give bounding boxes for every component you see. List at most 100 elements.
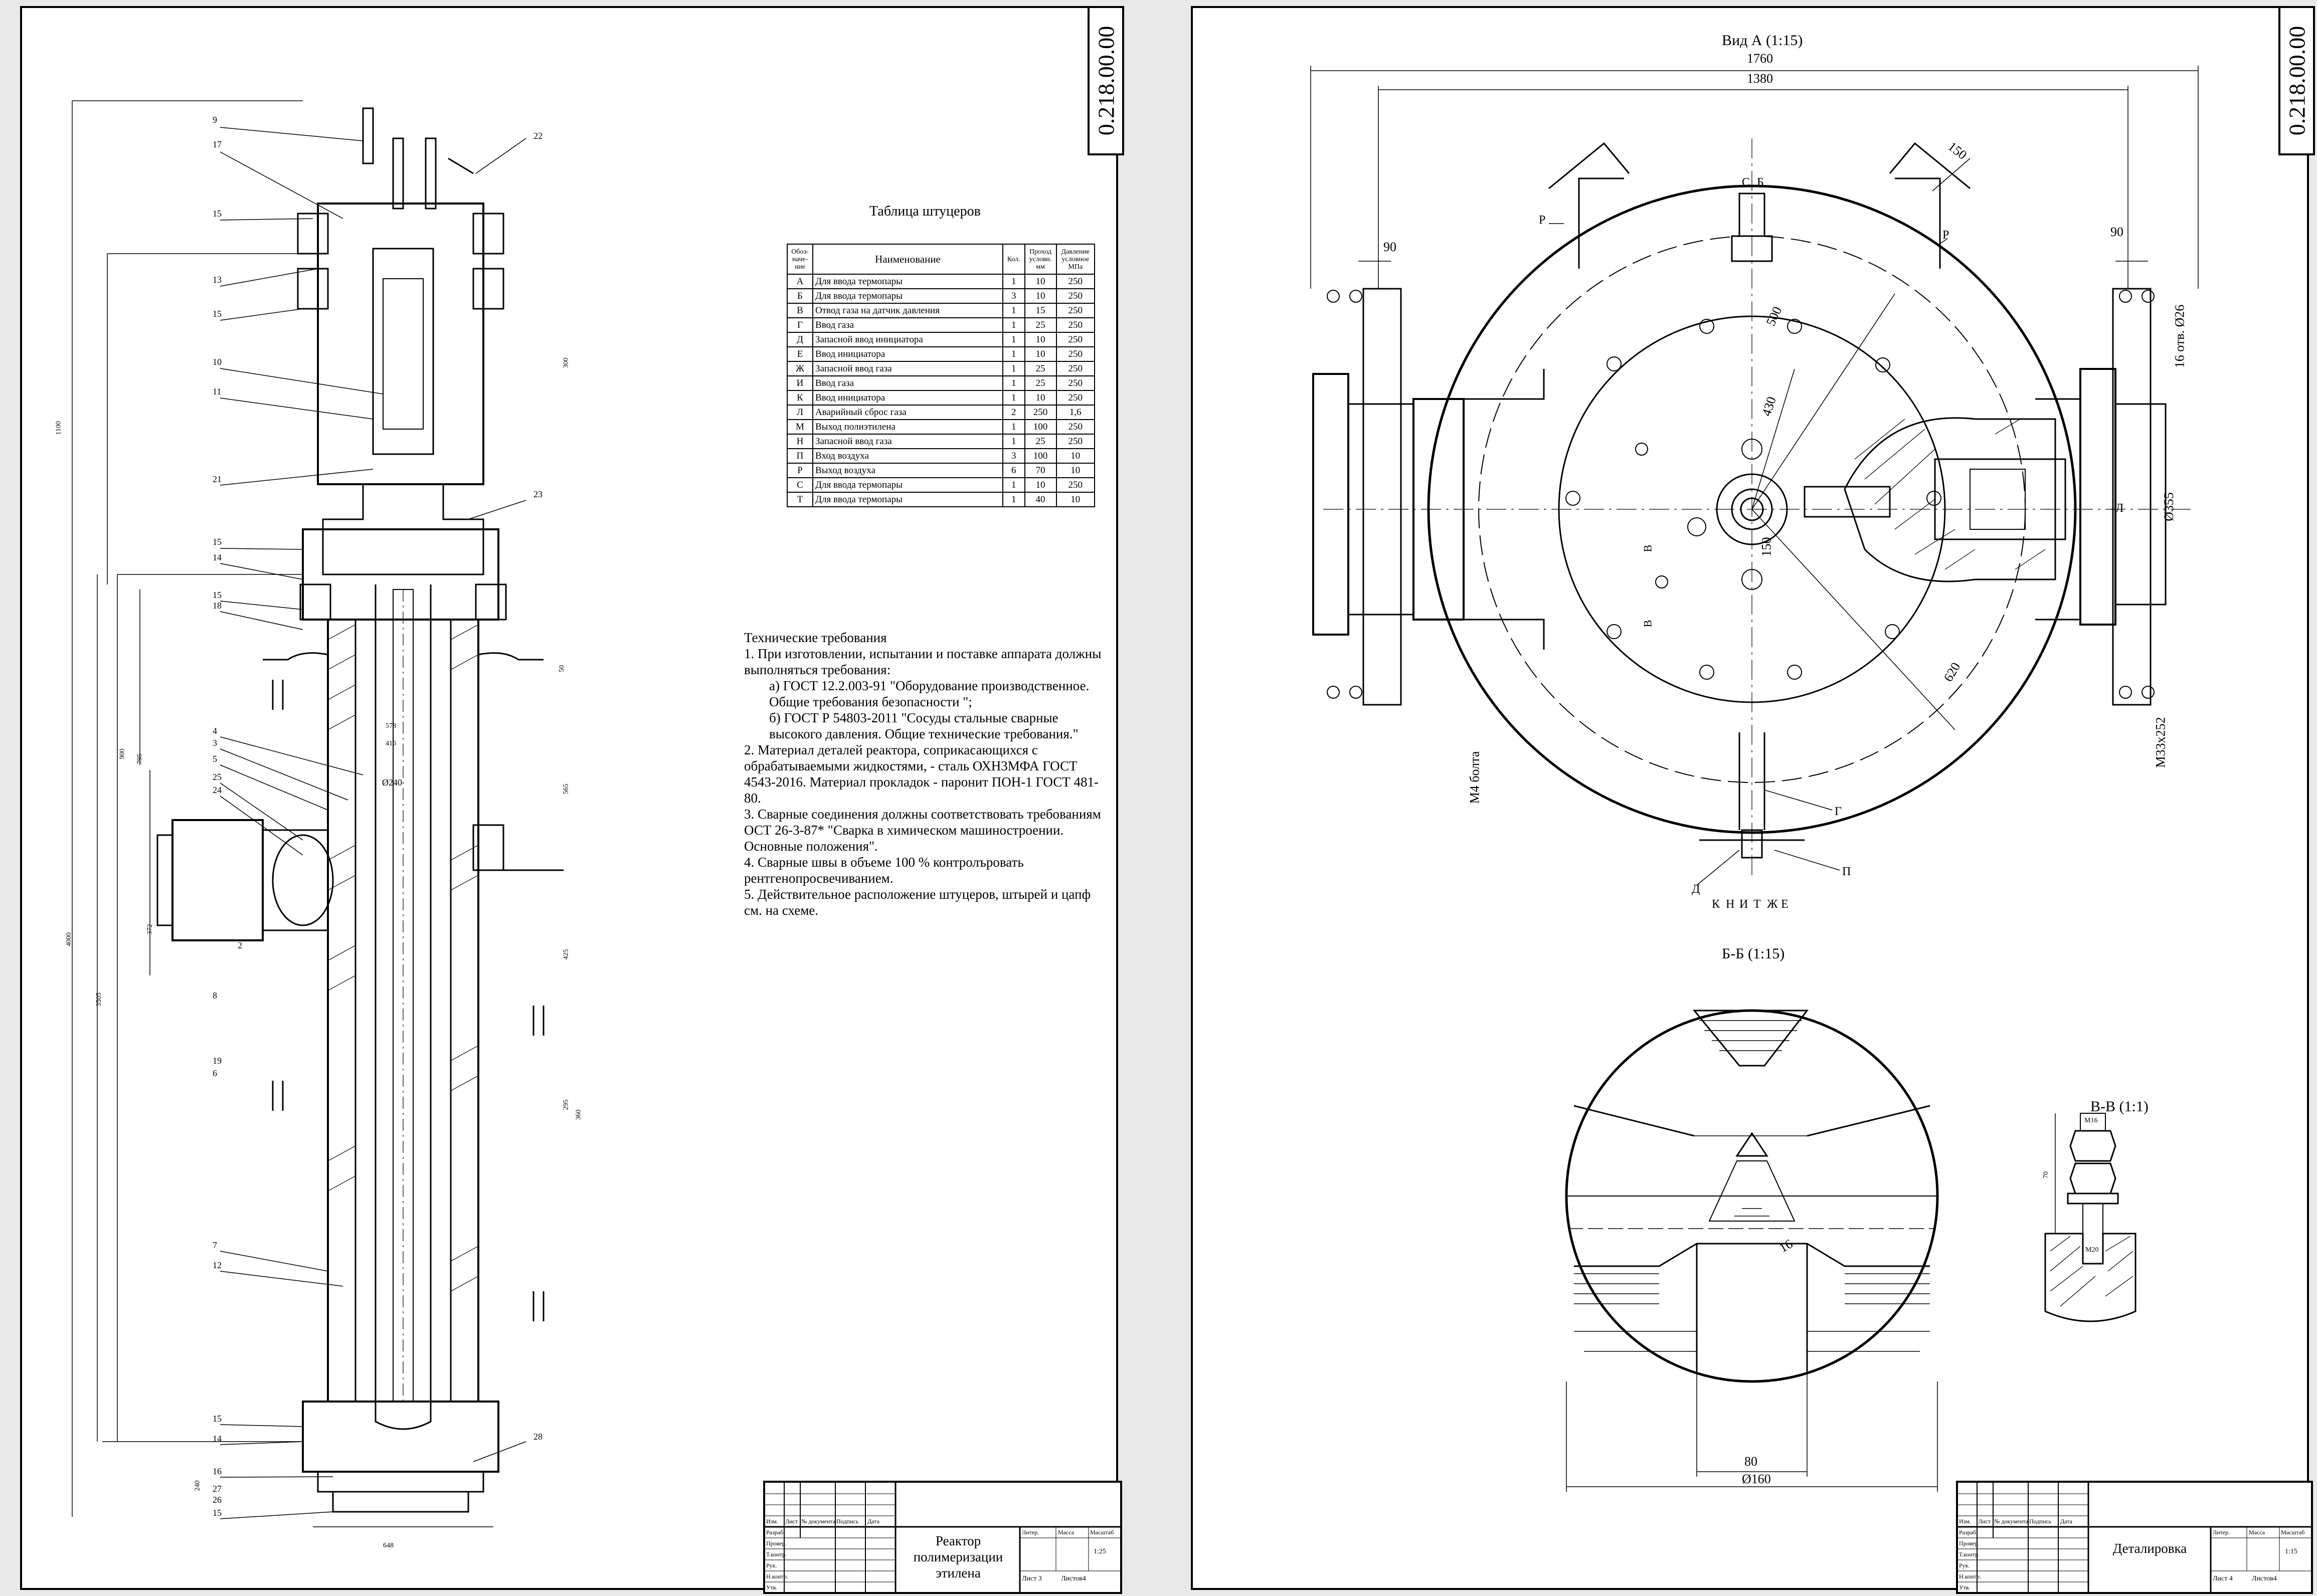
stamp-row: Утв. <box>1959 1584 1971 1591</box>
fittings-cell-qty: 1 <box>1002 434 1025 449</box>
drawing-title: Деталировка <box>2112 1541 2187 1556</box>
fittings-cell-name: Для ввода термопары <box>812 492 1003 507</box>
item-15a: 15 <box>213 209 222 219</box>
fittings-cell-bore: 10 <box>1024 288 1057 304</box>
fittings-cell-qty: 1 <box>1002 390 1025 406</box>
dim-holes: 16 отв. Ø26 <box>2172 304 2187 368</box>
nozzle-label-t: Т <box>1753 898 1761 911</box>
dim-1760: 1760 <box>1747 51 1773 66</box>
dim-425: 425 <box>562 949 570 960</box>
item-15d: 15 <box>213 590 222 600</box>
stamp-row: Н.контр. <box>1959 1573 1981 1580</box>
fittings-cell-d: Г <box>786 317 814 333</box>
stamp-sheets: Листов4 <box>2252 1575 2277 1582</box>
dim-90-right: 90 <box>2110 225 2123 239</box>
tech-line: б) ГОСТ Р 54803-2011 "Сосуды стальные св… <box>769 710 1079 741</box>
item-16: 16 <box>213 1466 222 1476</box>
fittings-cell-bore: 25 <box>1024 434 1057 449</box>
stamp-col-date: Дата <box>867 1518 879 1525</box>
tech-line: 1. При изготовлении, испытании и поставк… <box>744 646 1102 677</box>
dim-m20: М20 <box>2085 1246 2099 1254</box>
fittings-cell-qty: 1 <box>1002 375 1025 391</box>
stamp-col-sign: Подпись <box>2029 1518 2052 1525</box>
fittings-cell-qty: 1 <box>1002 346 1025 362</box>
technical-requirements: Технические требования 1. При изготовлен… <box>744 630 1105 918</box>
dim-90-left: 90 <box>1383 240 1396 254</box>
dim-900: 900 <box>118 748 126 759</box>
fittings-cell-bore: 10 <box>1024 274 1057 289</box>
item-15e: 15 <box>213 1414 222 1424</box>
dim-bolt: М33х252 <box>2153 717 2168 768</box>
nozzle-label-g: Г <box>1835 805 1842 818</box>
dim-3505: 3505 <box>95 992 103 1007</box>
fittings-cell-name: Запасной ввод газа <box>812 434 1003 449</box>
item-27: 27 <box>213 1484 222 1494</box>
col-qty: Кол. <box>1002 244 1025 275</box>
fittings-cell-p: 250 <box>1055 332 1095 347</box>
stamp-head-liter: Литер. <box>1022 1529 1039 1536</box>
stamp-row: Разраб. <box>766 1529 785 1536</box>
fittings-cell-d: Н <box>786 434 814 449</box>
item-21: 21 <box>213 474 222 484</box>
fittings-cell-d: Т <box>786 492 814 507</box>
fittings-cell-p: 1,6 <box>1055 405 1095 420</box>
nozzle-label-p: П <box>1842 865 1851 878</box>
item-14a: 14 <box>213 552 222 562</box>
sheet-code-box: 0.218.00.00 <box>1088 6 1124 155</box>
fittings-cell-qty: 1 <box>1002 303 1025 318</box>
item-13: 13 <box>213 275 222 285</box>
item-23: 23 <box>533 489 543 499</box>
fittings-cell-qty: 3 <box>1002 288 1025 304</box>
item-14b: 14 <box>213 1434 222 1444</box>
dim-295: 295 <box>562 1099 570 1110</box>
nozzle-label-zh: Ж <box>1767 898 1778 911</box>
dim-578: 578 <box>386 722 396 730</box>
drawing-sheet-3: 0.218.00.00 <box>20 6 1124 1594</box>
dim-1380: 1380 <box>1747 71 1773 86</box>
stamp-sheet: Лист 4 <box>2213 1575 2233 1582</box>
dim-372: 372 <box>146 924 154 935</box>
sheet-code-box: 0.218.00.00 <box>2278 6 2315 155</box>
stamp-col-doc: № документа <box>1994 1518 2029 1525</box>
fittings-cell-d: Р <box>786 463 814 478</box>
fittings-cell-bore: 40 <box>1024 492 1057 507</box>
item-12: 12 <box>213 1260 222 1270</box>
fittings-cell-p: 250 <box>1055 390 1095 406</box>
fittings-cell-d: С <box>786 477 814 493</box>
stamp-row: Рук. <box>1959 1562 1970 1569</box>
tech-line: 5. Действительное расположение штуцеров,… <box>744 887 1091 918</box>
dim-565: 565 <box>562 783 570 794</box>
section-mark-v-top: В <box>1641 544 1654 552</box>
item-28: 28 <box>533 1432 543 1442</box>
fittings-cell-bore: 15 <box>1024 303 1057 318</box>
stamp-row: Рук. <box>766 1562 777 1569</box>
dim-50: 50 <box>558 665 566 672</box>
tech-title: Технические требования <box>744 630 887 645</box>
dim-355: Ø355 <box>2161 492 2176 521</box>
stamp-col-list: Лист <box>785 1518 798 1525</box>
fittings-cell-p: 250 <box>1055 419 1095 435</box>
fittings-cell-name: Запасной ввод газа <box>812 361 1003 376</box>
item-25: 25 <box>213 772 222 782</box>
nozzle-label-e: Е <box>1781 898 1789 911</box>
nozzle-label-n: Н <box>1726 898 1735 911</box>
stamp-row: Т.контр. <box>1959 1551 1980 1558</box>
fittings-cell-name: Вход воздуха <box>812 448 1003 464</box>
fittings-cell-p: 250 <box>1055 434 1095 449</box>
item-24: 24 <box>213 785 222 795</box>
fittings-cell-d: Е <box>786 346 814 362</box>
item-15b: 15 <box>213 309 222 319</box>
section-bb-title: Б-Б (1:15) <box>1722 945 1785 962</box>
stamp-col-izm: Изм. <box>1959 1518 1971 1525</box>
fittings-cell-bore: 10 <box>1024 332 1057 347</box>
stamp-col-izm: Изм. <box>766 1518 778 1525</box>
dim-240-diameter: Ø240 <box>382 777 402 787</box>
reactor-section-drawing <box>72 100 564 1527</box>
stamp-head-liter: Литер. <box>2213 1529 2230 1536</box>
stamp-col-doc: № документа <box>801 1518 836 1525</box>
nozzle-label-r-left: Р <box>1539 214 1546 227</box>
